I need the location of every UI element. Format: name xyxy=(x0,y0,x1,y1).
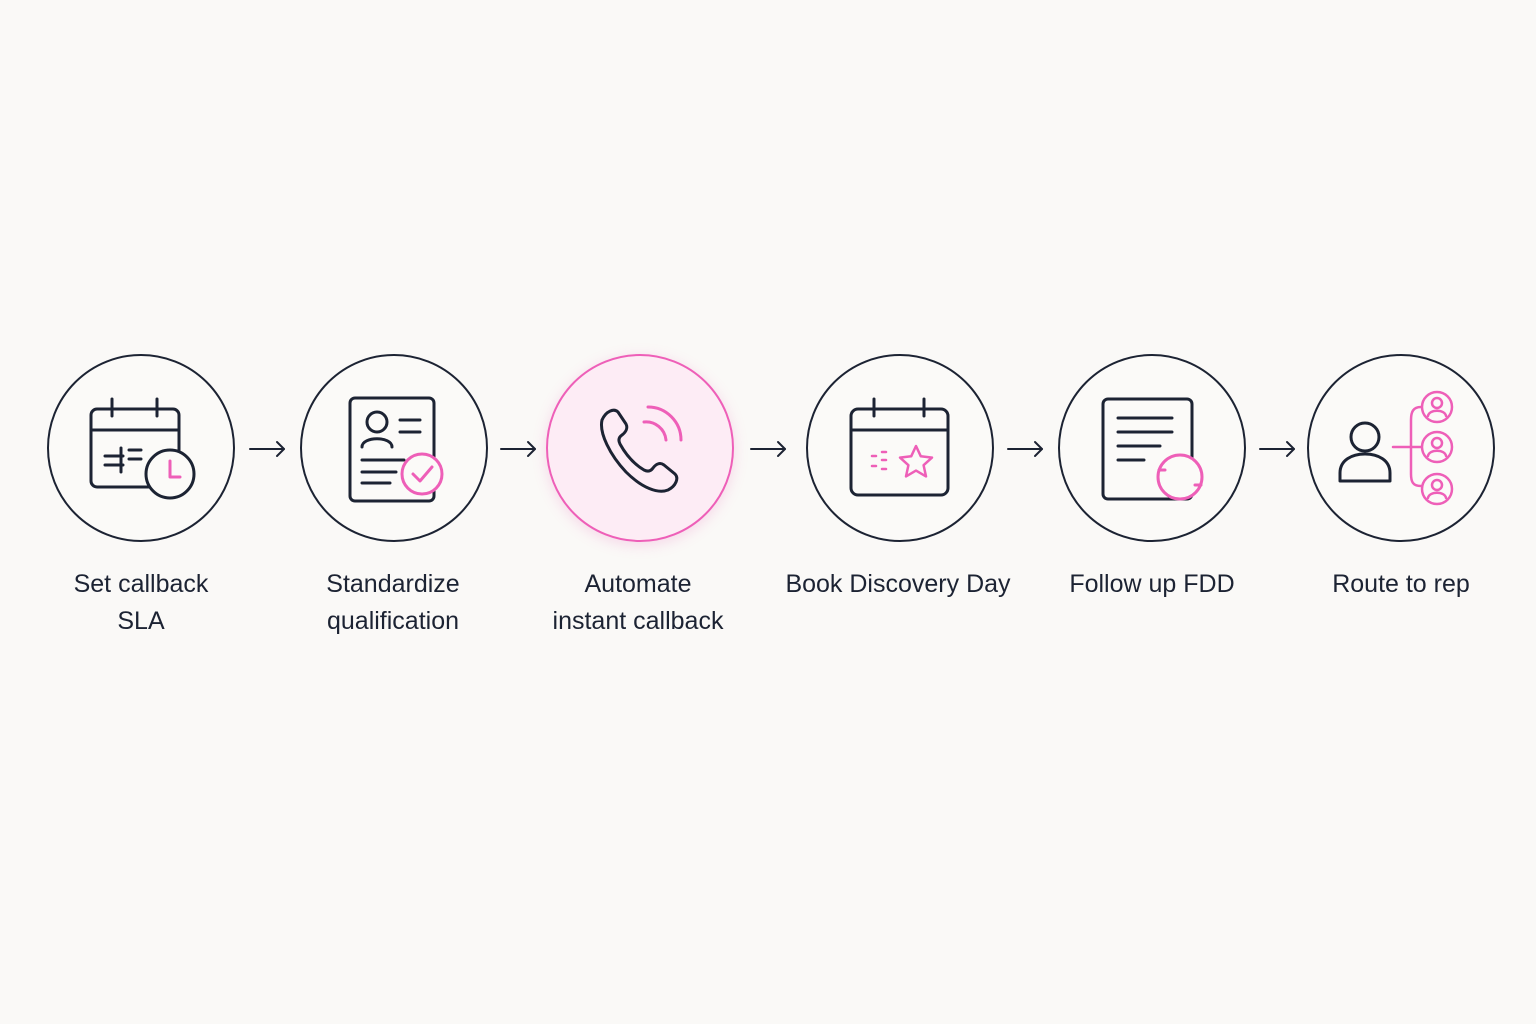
step-label-automate-instant-callback: Automate instant callback xyxy=(513,566,763,640)
step-label-standardize-qualification: Standardize qualification xyxy=(268,566,518,640)
step-label-line-1: Follow up FDD xyxy=(1069,570,1235,598)
step-label-line-2: instant callback xyxy=(552,607,724,635)
step-label-set-callback-sla: Set callback SLA xyxy=(16,566,266,640)
flow-arrow-1 xyxy=(248,438,288,460)
step-label-line-2: qualification xyxy=(326,607,460,635)
step-label-line-1: Book Discovery Day xyxy=(785,570,1011,598)
step-follow-up-fdd xyxy=(1058,354,1246,542)
calendar-clock-icon xyxy=(89,397,196,500)
step-automate-instant-callback xyxy=(546,354,734,542)
step-label-follow-up-fdd: Follow up FDD xyxy=(1027,566,1277,603)
step-label-line-2: SLA xyxy=(117,607,165,635)
step-standardize-qualification xyxy=(300,354,488,542)
step-label-line-1: Set callback xyxy=(73,570,209,598)
flow-arrow-4 xyxy=(1006,438,1046,460)
profile-check-icon xyxy=(348,396,444,503)
step-label-line-1: Automate xyxy=(584,570,692,598)
flow-arrow-5 xyxy=(1258,438,1298,460)
calendar-star-icon xyxy=(849,397,950,497)
step-book-discovery-day xyxy=(806,354,994,542)
flow-arrow-2 xyxy=(499,438,539,460)
step-label-book-discovery-day: Book Discovery Day xyxy=(773,566,1023,603)
step-label-line-1: Standardize xyxy=(326,570,460,598)
step-label-route-to-rep: Route to rep xyxy=(1276,566,1526,603)
person-routing-icon xyxy=(1338,390,1454,506)
step-set-callback-sla xyxy=(47,354,235,542)
document-refresh-icon xyxy=(1101,397,1204,501)
phone-ringing-icon xyxy=(600,405,683,493)
step-label-line-1: Route to rep xyxy=(1332,570,1470,598)
flow-arrow-3 xyxy=(749,438,789,460)
step-route-to-rep xyxy=(1307,354,1495,542)
